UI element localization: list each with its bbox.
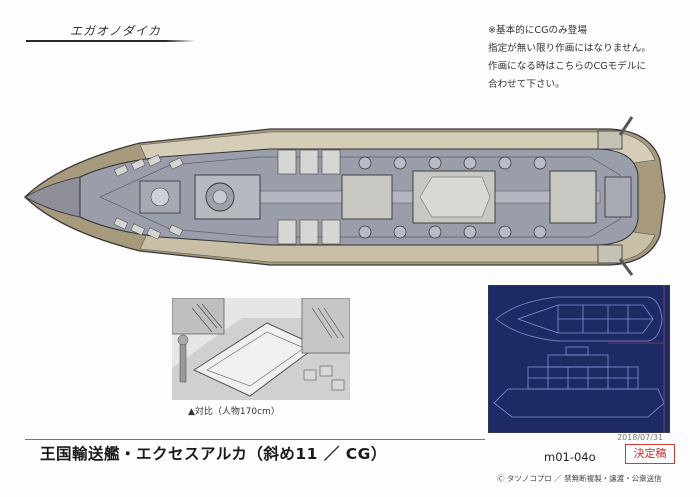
blueprint-inset: [488, 285, 670, 433]
perspective-render: [172, 298, 350, 400]
cargo-hatch-3: [549, 170, 597, 224]
render-stairs-right: [301, 298, 350, 354]
production-notes: ※基本的にCGのみ登場 指定が無い限り作画にはなりません。 作画になる時はこちら…: [488, 22, 693, 94]
stern-cannon-top: [597, 116, 634, 150]
blueprint-side-view: [493, 346, 665, 418]
header-rule: [26, 40, 196, 42]
stern-cannon-bottom: [597, 244, 634, 276]
forward-crates-bottom: [113, 217, 184, 240]
sheet-date: 2018/07/31: [617, 433, 664, 442]
sheet-code: m01-04o: [544, 450, 596, 464]
hatch-ridge: [419, 176, 491, 218]
note-line: 合わせて下さい。: [488, 79, 565, 90]
stern-block: [604, 176, 632, 218]
container-row-bottom: [277, 219, 341, 245]
render-stairs-left: [172, 298, 225, 335]
series-label: エガオノダイカ: [70, 24, 162, 38]
davits-bottom: [358, 225, 547, 239]
container-row-top: [277, 149, 341, 175]
render-caption: ▲対比（人物170cm）: [188, 407, 280, 417]
render-crates: [303, 365, 345, 391]
final-stamp: 決定稿: [625, 444, 675, 464]
title-rule: [25, 439, 485, 440]
cargo-hatch-1: [341, 174, 393, 220]
note-line: 指定が無い限り作画にはなりません。: [488, 43, 651, 54]
copyright: Ⓒ タツノコプロ ／ 禁無断複製・譲渡・公衆送信: [497, 474, 662, 483]
bridge-block: [139, 180, 181, 214]
ship-top-view: [24, 116, 666, 276]
forward-crates-top: [113, 154, 184, 177]
blueprint-top-view: [495, 296, 663, 342]
note-line: ※基本的にCGのみ登場: [488, 25, 587, 36]
note-line: 作画になる時はこちらのCGモデルに: [488, 61, 647, 72]
sheet-title: 王国輸送艦・エクセスアルカ（斜め11 ／ CG）: [40, 445, 387, 463]
render-post: [179, 339, 187, 383]
davits-top: [358, 156, 547, 170]
